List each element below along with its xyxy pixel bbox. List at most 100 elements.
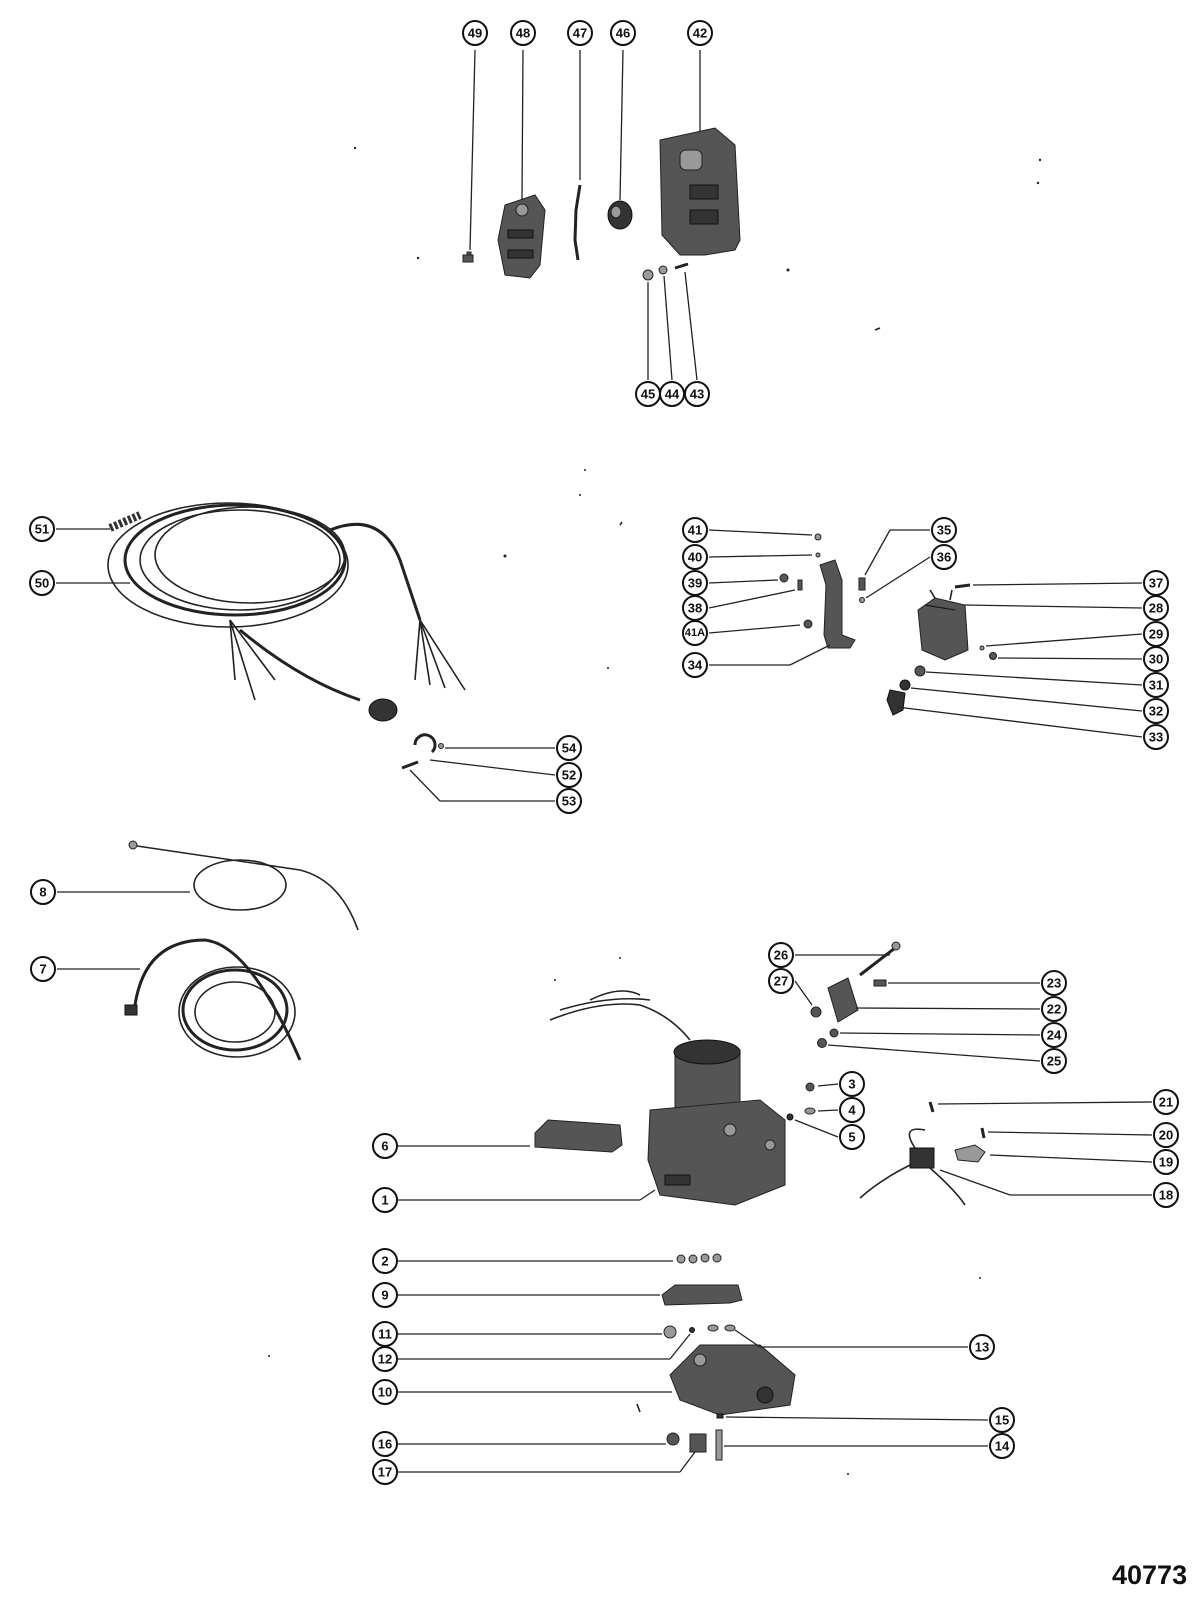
svg-text:25: 25 [1047, 1054, 1061, 1069]
svg-text:39: 39 [688, 576, 702, 591]
svg-text:32: 32 [1149, 704, 1163, 719]
part-5-ball [786, 1113, 794, 1121]
callout-7: 7 [30, 956, 56, 982]
svg-text:38: 38 [688, 601, 702, 616]
svg-text:51: 51 [35, 522, 49, 537]
part-22-bracket [827, 977, 859, 1023]
callout-4: 4 [839, 1097, 865, 1123]
svg-text:42: 42 [693, 26, 707, 41]
callout-29: 29 [1143, 621, 1169, 647]
callout-54: 54 [556, 735, 582, 761]
svg-text:18: 18 [1159, 1188, 1173, 1203]
callout-36: 36 [931, 544, 957, 570]
svg-text:43: 43 [690, 387, 704, 402]
part-31-nut [914, 665, 926, 677]
svg-text:47: 47 [573, 26, 587, 41]
callout-23: 23 [1041, 970, 1067, 996]
part-41a-nut [803, 619, 813, 629]
callout-8: 8 [30, 879, 56, 905]
solenoid-leaders [708, 529, 1143, 738]
part-44-washer [658, 265, 668, 275]
part-6-plate [534, 1119, 623, 1153]
svg-text:44: 44 [665, 387, 680, 402]
callout-32: 32 [1143, 698, 1169, 724]
svg-text:20: 20 [1159, 1128, 1173, 1143]
callout-51: 51 [29, 516, 55, 542]
svg-text:21: 21 [1159, 1095, 1173, 1110]
callout-42: 42 [687, 20, 713, 46]
callout-13: 13 [969, 1334, 995, 1360]
callout-26: 26 [768, 942, 794, 968]
part-34-bracket [819, 559, 856, 649]
callout-48: 48 [510, 20, 536, 46]
svg-text:52: 52 [562, 768, 576, 783]
callout-33: 33 [1143, 724, 1169, 750]
callout-22: 22 [1041, 996, 1067, 1022]
callout-53: 53 [556, 788, 582, 814]
solenoid-group [779, 533, 997, 716]
svg-text:23: 23 [1047, 976, 1061, 991]
part-21-screw [928, 1101, 935, 1113]
svg-text:22: 22 [1047, 1002, 1061, 1017]
callout-35: 35 [931, 517, 957, 543]
svg-text:33: 33 [1149, 730, 1163, 745]
part-24-washer [829, 1028, 839, 1038]
callout-21: 21 [1153, 1089, 1179, 1115]
svg-text:6: 6 [381, 1139, 388, 1154]
part-52-clamp [413, 733, 437, 754]
part-46-knob [607, 200, 633, 230]
part-45-nut [642, 269, 654, 281]
part-50-harness [107, 502, 466, 722]
svg-text:14: 14 [995, 1439, 1010, 1454]
svg-text:1: 1 [381, 1193, 388, 1208]
callout-16: 16 [372, 1431, 398, 1457]
svg-text:4: 4 [848, 1103, 856, 1118]
part-37-screw [954, 583, 971, 589]
svg-text:30: 30 [1149, 652, 1163, 667]
callout-20: 20 [1153, 1122, 1179, 1148]
harness-leaders [56, 528, 556, 802]
callout-39: 39 [682, 570, 708, 596]
svg-text:34: 34 [688, 658, 703, 673]
part-47-rod [573, 184, 582, 261]
svg-text:53: 53 [562, 794, 576, 809]
svg-text:10: 10 [378, 1385, 392, 1400]
callout-25: 25 [1041, 1048, 1067, 1074]
svg-text:31: 31 [1149, 678, 1163, 693]
part-3-nut [805, 1082, 815, 1092]
part-20-screw [980, 1127, 986, 1139]
part-28-solenoid [917, 589, 969, 661]
pump-leaders [398, 954, 1153, 1473]
part-51-sleeve [108, 511, 142, 532]
part-12-ball [689, 1327, 695, 1333]
callout-45: 45 [635, 381, 661, 407]
part-27-nut [810, 1006, 822, 1018]
svg-text:35: 35 [937, 523, 951, 538]
callout-28: 28 [1143, 595, 1169, 621]
part-14-screw [715, 1429, 723, 1461]
svg-text:46: 46 [616, 26, 630, 41]
cable-leaders [57, 891, 190, 970]
svg-text:12: 12 [378, 1352, 392, 1367]
svg-text:49: 49 [468, 26, 482, 41]
svg-text:40: 40 [688, 550, 702, 565]
callout-38: 38 [682, 595, 708, 621]
svg-text:15: 15 [995, 1413, 1009, 1428]
callout-11: 11 [372, 1321, 398, 1347]
svg-text:5: 5 [848, 1130, 855, 1145]
part-36-nut [859, 597, 865, 603]
callout-10: 10 [372, 1379, 398, 1405]
part-39-nut [779, 573, 789, 583]
part-23-screw [873, 979, 887, 987]
svg-text:16: 16 [378, 1437, 392, 1452]
part-54-nut [438, 743, 444, 749]
svg-text:41A: 41A [685, 627, 705, 639]
part-9-gasket [661, 1284, 743, 1306]
svg-text:41: 41 [688, 523, 702, 538]
part-48-switch-body [497, 194, 546, 279]
diagram-number: 40773 [1112, 1560, 1188, 1590]
callout-9: 9 [372, 1282, 398, 1308]
part-4-oring [804, 1107, 816, 1115]
svg-text:7: 7 [39, 962, 46, 977]
